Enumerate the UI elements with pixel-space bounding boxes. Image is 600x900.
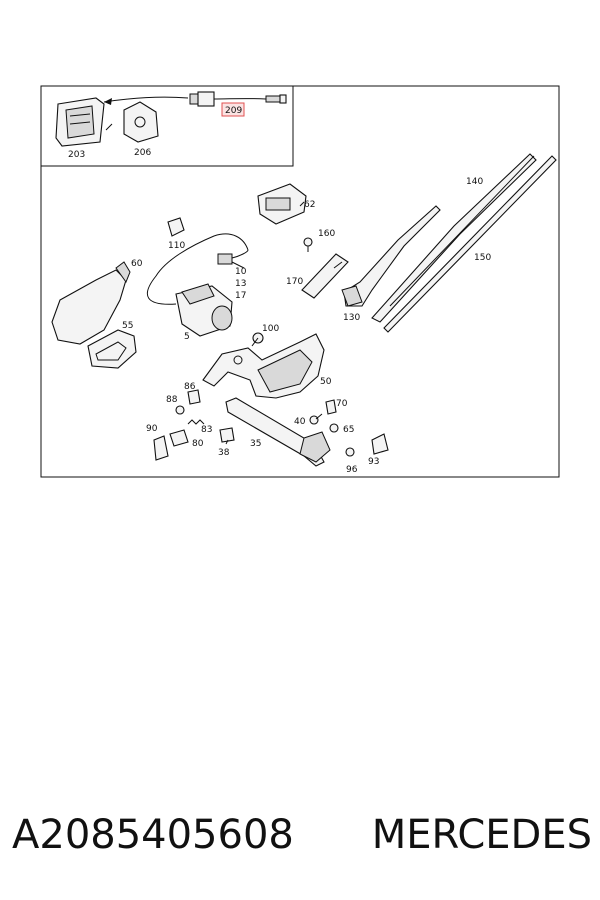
part-110-clip[interactable] bbox=[167, 217, 185, 237]
label-80: 80 bbox=[192, 439, 204, 449]
part-83-spring[interactable] bbox=[187, 419, 205, 425]
part-35-linkage-rod[interactable] bbox=[225, 397, 331, 467]
leader-lines bbox=[105, 123, 343, 445]
part-80-clip[interactable] bbox=[169, 429, 189, 447]
label-55: 55 bbox=[122, 321, 133, 331]
part-38-nut[interactable] bbox=[219, 427, 235, 443]
label-206: 206 bbox=[134, 148, 151, 158]
part-150-blade-rubber[interactable] bbox=[383, 155, 557, 333]
parts-diagram: 203 206 209 62 110 10 13 17 60 55 5 100 … bbox=[40, 85, 560, 478]
label-70: 70 bbox=[336, 399, 348, 409]
label-96: 96 bbox=[346, 465, 358, 475]
label-160: 160 bbox=[318, 229, 335, 239]
part-5-motor[interactable] bbox=[175, 283, 233, 337]
label-93: 93 bbox=[368, 457, 379, 467]
part-40-washer[interactable] bbox=[309, 415, 319, 425]
part-number: A2085405608 bbox=[12, 812, 294, 858]
label-140: 140 bbox=[466, 177, 483, 187]
label-65: 65 bbox=[343, 425, 354, 435]
label-83: 83 bbox=[201, 425, 212, 435]
part-65-nut[interactable] bbox=[329, 423, 339, 433]
part-62-bracket[interactable] bbox=[257, 183, 307, 225]
label-130: 130 bbox=[343, 313, 360, 323]
part-206[interactable] bbox=[123, 101, 159, 143]
label-40: 40 bbox=[294, 417, 306, 427]
label-110: 110 bbox=[168, 241, 185, 251]
part-60-cover[interactable] bbox=[51, 261, 131, 345]
label-150: 150 bbox=[474, 253, 491, 263]
label-60: 60 bbox=[131, 259, 143, 269]
label-38: 38 bbox=[218, 448, 230, 458]
part-70-bolt[interactable] bbox=[325, 399, 337, 415]
arrow-head bbox=[104, 98, 112, 105]
label-170: 170 bbox=[286, 277, 303, 287]
part-86-bolt[interactable] bbox=[187, 389, 201, 405]
label-5: 5 bbox=[184, 332, 190, 342]
label-50: 50 bbox=[320, 377, 332, 387]
part-88-nut[interactable] bbox=[175, 405, 185, 415]
label-209: 209 bbox=[225, 106, 242, 116]
label-88: 88 bbox=[166, 395, 178, 405]
arrow-line bbox=[103, 96, 189, 103]
part-100-bolt[interactable] bbox=[251, 332, 264, 347]
part-50-frame[interactable] bbox=[202, 333, 325, 399]
cable-10 bbox=[146, 233, 249, 305]
part-160-bolt[interactable] bbox=[303, 237, 313, 252]
part-55-cover[interactable] bbox=[87, 329, 137, 369]
part-170-cap[interactable] bbox=[301, 253, 349, 299]
label-203: 203 bbox=[68, 150, 85, 160]
label-90: 90 bbox=[146, 424, 158, 434]
part-96-bolt[interactable] bbox=[345, 447, 355, 457]
part-93-bracket[interactable] bbox=[371, 433, 389, 455]
highlight-box-209 bbox=[221, 102, 245, 117]
label-86: 86 bbox=[184, 382, 196, 392]
label-10: 10 bbox=[235, 267, 247, 277]
brand-name: MERCEDES bbox=[371, 812, 592, 858]
inset-frame bbox=[41, 86, 294, 167]
caption: A2085405608 MERCEDES bbox=[12, 800, 592, 870]
label-100: 100 bbox=[262, 324, 279, 334]
label-13: 13 bbox=[235, 279, 246, 289]
part-130-wiper-arm[interactable] bbox=[341, 205, 441, 307]
part-203[interactable] bbox=[55, 97, 105, 147]
plug-10[interactable] bbox=[217, 253, 233, 265]
label-17: 17 bbox=[235, 291, 246, 301]
part-209-connector[interactable] bbox=[189, 91, 287, 107]
label-62: 62 bbox=[304, 200, 315, 210]
diagram-frame bbox=[40, 85, 560, 478]
label-35: 35 bbox=[250, 439, 261, 449]
part-90-bracket[interactable] bbox=[153, 435, 169, 461]
